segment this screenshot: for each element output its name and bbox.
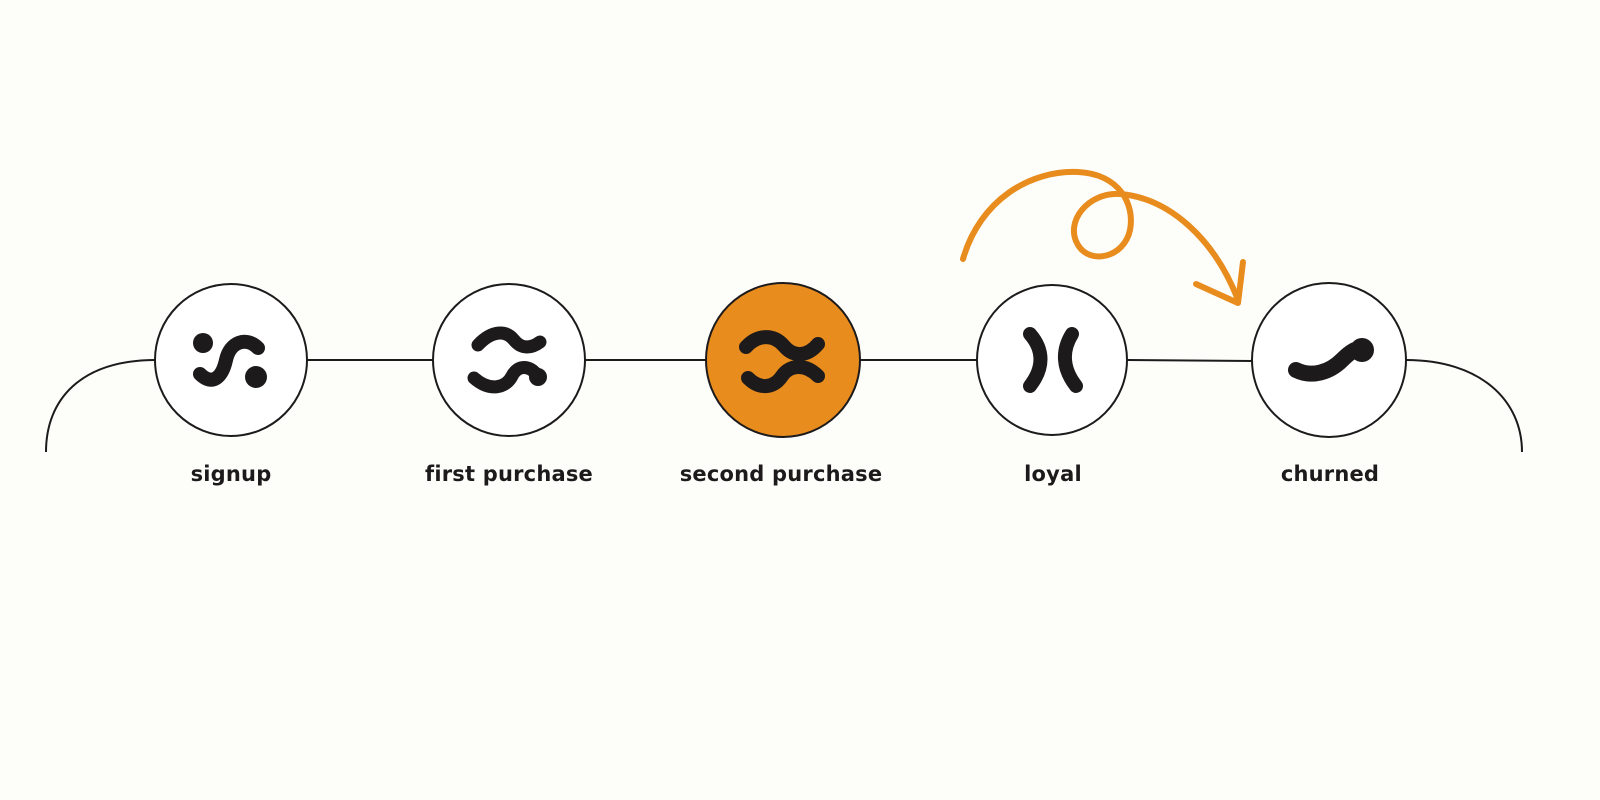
stage-node-churned[interactable]: churned xyxy=(1251,282,1407,486)
stage-circle xyxy=(705,282,861,438)
stage-label-signup: signup xyxy=(191,462,272,486)
loop-arrow-path xyxy=(960,168,1241,303)
stage-label-second-purchase: second purchase xyxy=(680,462,883,486)
stage-node-loyal[interactable]: loyal xyxy=(976,284,1128,486)
parentheses-icon xyxy=(1023,327,1083,393)
left-end-curve xyxy=(45,359,157,453)
stage-label-first-purchase: first purchase xyxy=(425,462,593,486)
single-curve-icon xyxy=(1288,338,1374,382)
swirl-dots-icon xyxy=(193,333,267,388)
stage-circle xyxy=(976,284,1128,436)
right-end-curve xyxy=(1405,359,1523,453)
connector-loyal-churned xyxy=(1127,359,1254,362)
stage-label-churned: churned xyxy=(1281,462,1379,486)
loyal-to-churned-arrow xyxy=(960,168,1246,306)
stage-node-first-purchase[interactable]: first purchase xyxy=(425,283,593,486)
double-wave-icon xyxy=(739,330,825,393)
arrow-head-icon xyxy=(1193,259,1246,306)
stage-node-signup[interactable]: signup xyxy=(154,283,308,486)
stage-circle xyxy=(432,283,586,437)
wave-pair-icon xyxy=(467,326,547,394)
stage-circle xyxy=(1251,282,1407,438)
stage-node-second-purchase[interactable]: second purchase xyxy=(680,282,883,486)
stage-label-loyal: loyal xyxy=(1024,462,1082,486)
